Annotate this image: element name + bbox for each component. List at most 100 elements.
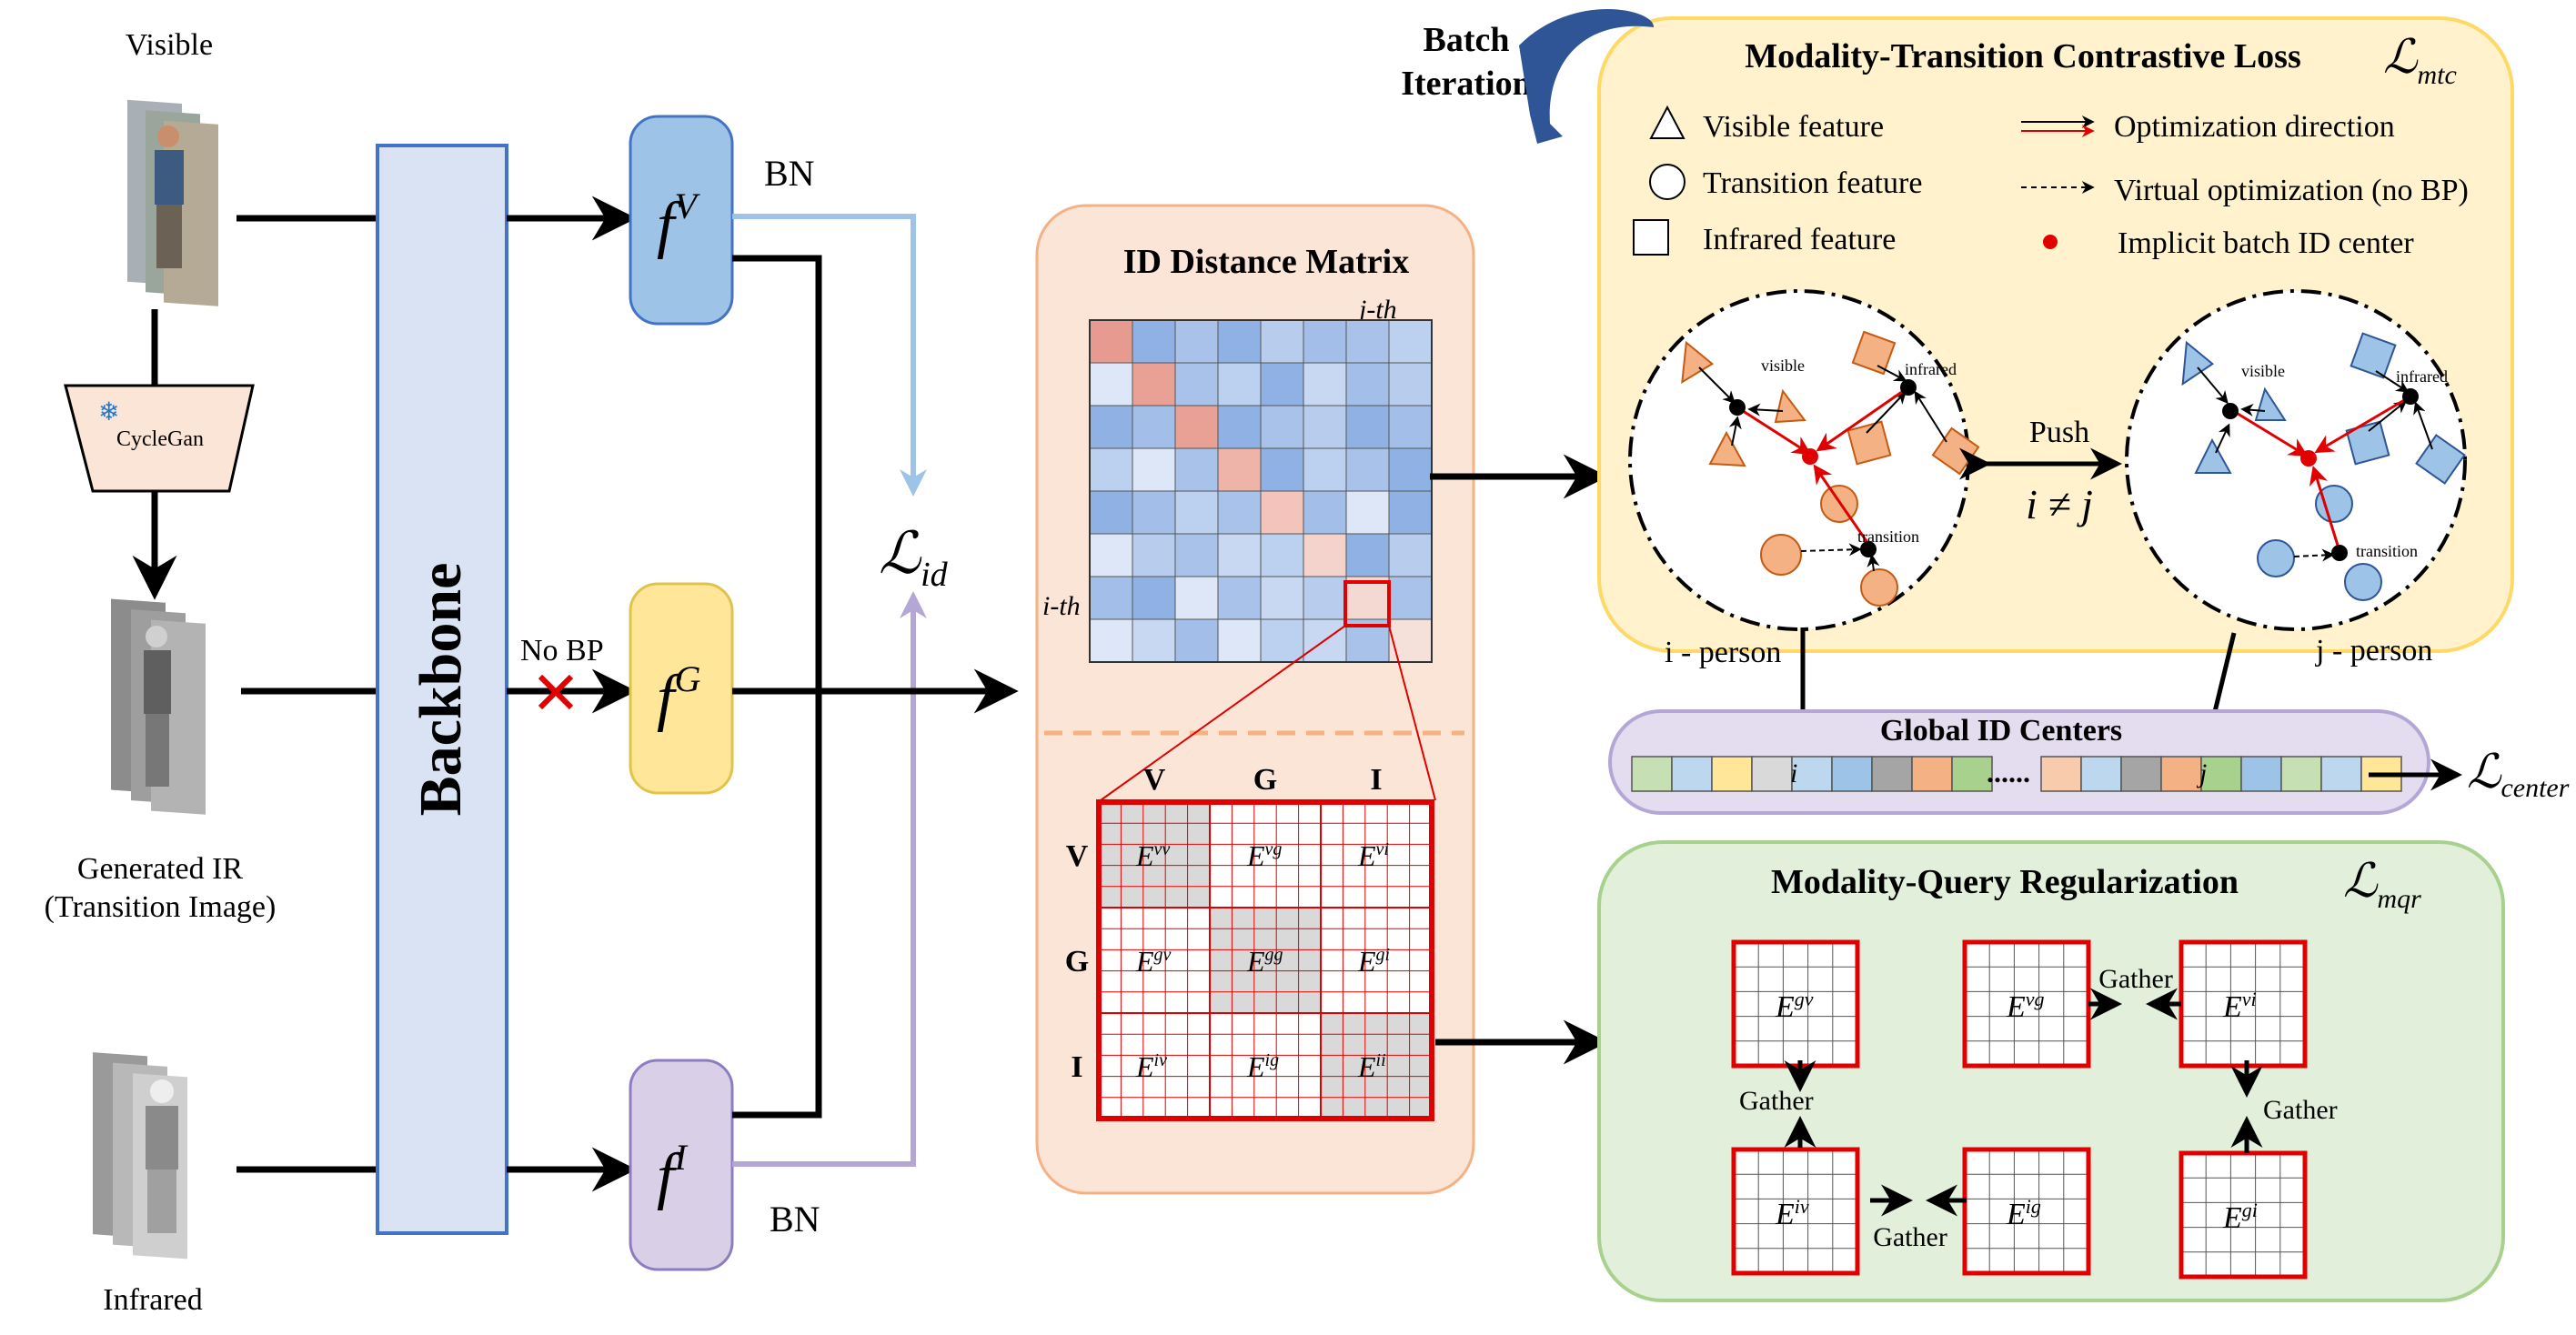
heatmap-cell <box>1345 362 1390 407</box>
legend-visible-feature: Visible feature <box>1703 110 1884 144</box>
block-cell-bg <box>1099 908 1210 1013</box>
heatmap-cell <box>1132 490 1176 535</box>
block-label-egi: Egi <box>1357 945 1390 978</box>
heatmap-cell <box>1174 576 1219 620</box>
heatmap-cell <box>1174 405 1219 449</box>
fv-bn-to-lid-arrow <box>732 214 927 497</box>
legend-optimization-arrow-icon <box>2021 115 2095 137</box>
bn-top-label: BN <box>764 153 815 194</box>
heatmap-cell <box>1217 576 1262 620</box>
l-mqr-label: ℒmqr <box>2343 856 2421 914</box>
heatmap-cell <box>1217 490 1262 535</box>
heatmap-cell <box>1174 362 1219 407</box>
heatmap-cell <box>1089 447 1133 492</box>
heatmap-cell <box>1260 362 1304 407</box>
heatmap-cell <box>1388 576 1433 620</box>
block-cell-bg <box>1099 802 1210 908</box>
mqr-block-bg <box>1734 942 1857 1066</box>
iteration-label: Iteration <box>1401 65 1532 103</box>
heatmap-cell <box>1132 362 1176 407</box>
mqr-block-label-eiv: Eiv <box>1775 1195 1809 1231</box>
no-bp-label: No BP <box>520 634 604 668</box>
heatmap-cell <box>1260 618 1304 663</box>
stop-gradient-x-icon <box>538 674 574 710</box>
legend-center-dot-icon <box>2043 235 2058 249</box>
block-label-evv: Evv <box>1135 839 1170 872</box>
mqr-block-label-egv: Egv <box>1775 988 1814 1024</box>
heatmap-cell <box>1089 533 1133 577</box>
heatmap-cell <box>1089 405 1133 449</box>
legend-transition-feature: Transition feature <box>1703 166 1922 200</box>
j-cluster-visible-label: visible <box>2241 362 2285 380</box>
heatmap-cell <box>1089 362 1133 407</box>
heatmap-cell <box>1388 533 1433 577</box>
transition-image-label: (Transition Image) <box>45 890 277 924</box>
mqr-block-label-evg: Evg <box>2006 988 2045 1024</box>
i-person-cluster <box>1628 289 1980 631</box>
batch-iteration-curved-arrow <box>1519 9 1655 144</box>
cyclegan-label: CycleGan <box>116 427 204 451</box>
centers-ellipsis: ...... <box>1987 756 2030 788</box>
infrared-image-stack <box>93 1052 187 1260</box>
heatmap-cell <box>1388 362 1433 407</box>
l-mtc-label: ℒmtc <box>2383 32 2457 90</box>
visible-image-stack <box>127 99 218 306</box>
visible-label: Visible <box>126 28 213 62</box>
batch-label: Batch <box>1424 21 1510 59</box>
block-row-header: V <box>1066 839 1089 873</box>
heatmap-cell <box>1303 533 1347 577</box>
block-cell-bg <box>1321 908 1432 1013</box>
heatmap-cell <box>1089 618 1133 663</box>
block-col-header: V <box>1143 763 1166 797</box>
center-cell <box>2160 756 2202 792</box>
legend-infrared-feature: Infrared feature <box>1703 223 1896 256</box>
global-centers-title: Global ID Centers <box>1880 714 2122 748</box>
block-label-evi: Evi <box>1357 839 1389 872</box>
heatmap-cell <box>1345 319 1390 364</box>
block-col-header: G <box>1253 763 1277 797</box>
block-label-egv: Egv <box>1135 945 1172 978</box>
block-cell-bg <box>1210 802 1321 908</box>
block-cell-bg <box>1210 1013 1321 1119</box>
mqr-block-bg <box>1965 1149 2088 1273</box>
block-cell-bg <box>1321 1013 1432 1119</box>
mqr-block-bg <box>1734 1149 1857 1273</box>
fi-label: fI <box>657 1137 688 1211</box>
block-label-eii: Eii <box>1357 1050 1386 1083</box>
center-cell <box>1791 756 1833 792</box>
heatmap-cell <box>1217 447 1262 492</box>
heatmap-cell <box>1132 319 1176 364</box>
center-i-label: i <box>1790 758 1797 788</box>
mqr-title: Modality-Query Regularization <box>1771 863 2239 901</box>
mqr-block-border <box>1962 1147 2091 1276</box>
mqr-block-label-evi: Evi <box>2222 988 2257 1024</box>
infrared-label: Infrared <box>103 1283 202 1317</box>
fv-block <box>629 115 734 326</box>
legend-square-icon <box>1633 219 1669 256</box>
feature-merge-bracket <box>732 255 822 1119</box>
center-j-label: j <box>2196 758 2207 788</box>
j-cluster-transition-label: transition <box>2356 542 2418 560</box>
center-cell <box>2120 756 2162 792</box>
heatmap-cell <box>1174 618 1219 663</box>
center-cell <box>2040 756 2082 792</box>
heatmap-cell <box>1174 533 1219 577</box>
generated-ir-image-stack <box>111 598 206 815</box>
block-matrix-border <box>1096 799 1434 1121</box>
backbone-label: Backbone <box>408 563 474 817</box>
center-cell <box>1751 756 1793 792</box>
heatmap-cell <box>1089 490 1133 535</box>
zoom-line-left <box>1100 625 1346 801</box>
mqr-block-bg <box>2181 1153 2305 1277</box>
heatmap-cell <box>1260 405 1304 449</box>
heatmap-cell <box>1132 533 1176 577</box>
legend-circle-icon <box>1649 164 1685 200</box>
l-center-label: ℒcenter <box>2467 747 2570 803</box>
legend-triangle-icon <box>1649 105 1685 139</box>
i-person-label: i - person <box>1665 636 1781 669</box>
selected-cell-highlight <box>1343 580 1391 627</box>
global-centers-right-bar <box>2040 756 2402 792</box>
